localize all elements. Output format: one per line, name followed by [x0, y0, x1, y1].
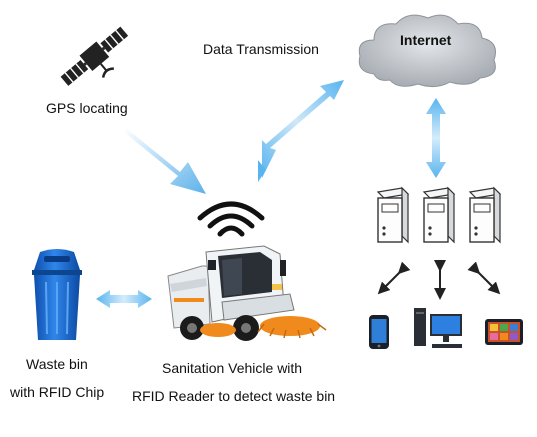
gps-label: GPS locating — [46, 100, 128, 116]
sweeper-truck-icon — [167, 245, 327, 341]
desktop-pc-icon — [414, 308, 462, 348]
satellite-icon — [60, 26, 129, 86]
server-icon — [376, 186, 410, 244]
phone-icon — [369, 315, 389, 349]
server-icon — [468, 186, 502, 244]
tablet-icon — [485, 319, 523, 345]
waste-bin-label-line2: with RFID Chip — [10, 384, 105, 400]
vehicle-label-line2: RFID Reader to detect waste bin — [132, 388, 336, 404]
cloud-icon — [358, 14, 496, 88]
vehicle-label-line1: Sanitation Vehicle with — [162, 360, 303, 376]
waste-bin-icon — [32, 249, 82, 340]
server-icon — [422, 186, 456, 244]
wifi-signal-icon — [197, 201, 265, 237]
waste-bin-label-line1: Waste bin — [26, 356, 88, 372]
internet-label: Internet — [400, 32, 452, 48]
data-transmission-label: Data Transmission — [203, 41, 319, 57]
